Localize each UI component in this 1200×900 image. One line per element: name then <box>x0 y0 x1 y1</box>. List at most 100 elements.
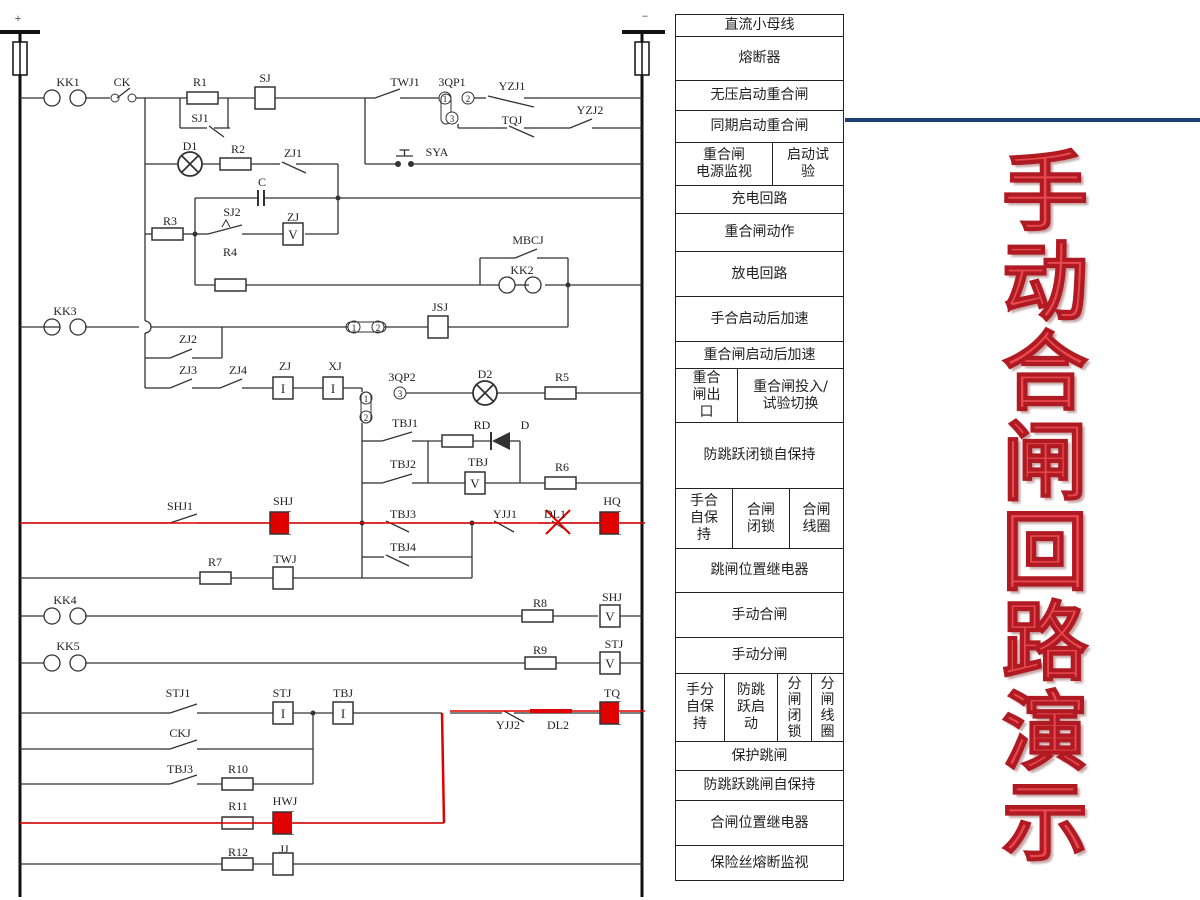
component-label-sj: SJ <box>259 71 271 85</box>
legend-cell: 保护跳闸 <box>675 741 844 771</box>
jj-coil <box>272 852 294 876</box>
accent-divider-line <box>845 118 1200 122</box>
component-label-r3: R3 <box>163 214 177 228</box>
legend-cell: 启动试 验 <box>772 142 844 186</box>
resistor <box>441 434 474 448</box>
contact-blade <box>169 378 193 389</box>
component-label-mbcj: MBCJ <box>512 233 544 247</box>
component-label-r8: R8 <box>533 596 547 610</box>
resistor <box>219 157 252 171</box>
component-label-yjj2: YJJ2 <box>496 718 520 732</box>
contact-blade <box>219 378 243 389</box>
terminal-number: 3 <box>450 114 455 124</box>
terminal-number: 1 <box>352 323 357 333</box>
switch-terminal <box>43 89 61 107</box>
resistor <box>521 609 554 623</box>
component-label-r7: R7 <box>208 555 222 569</box>
resistor <box>186 91 219 105</box>
resistor <box>214 278 247 292</box>
component-label-r11: R11 <box>228 799 248 813</box>
switch-terminal <box>69 607 87 625</box>
resistor <box>221 777 254 791</box>
component-label-r1: R1 <box>193 75 207 89</box>
legend-cell: 重合闸投入/ 试验切换 <box>737 368 844 423</box>
component-label-zj: ZJ <box>279 359 291 373</box>
component-label-tbj: TBJ <box>468 455 488 469</box>
legend-cell: 防跳跃跳闸自保持 <box>675 770 844 801</box>
component-label-shj1: SHJ1 <box>167 499 193 513</box>
component-label-twj1: TWJ1 <box>390 75 419 89</box>
resistor <box>199 571 232 585</box>
legend-cell: 分 闸 闭 锁 <box>777 673 812 742</box>
legend-cell: 手分 自保 持 <box>675 673 725 742</box>
component-label-zj1: ZJ1 <box>284 146 302 160</box>
tq-trip-coil-highlighted <box>599 701 621 725</box>
component-label-yjj1: YJJ1 <box>493 507 517 521</box>
page-title: 手动合闸回路演示 <box>1001 143 1089 873</box>
terminal-link <box>440 93 452 125</box>
contact-blade <box>503 710 525 723</box>
component-label-tbj4: TBJ4 <box>390 540 416 554</box>
terminal-number: 2 <box>376 323 381 333</box>
component-label-r9: R9 <box>533 643 547 657</box>
relay-mark: I <box>281 706 285 721</box>
legend-cell: 重合 闸出 口 <box>675 368 738 423</box>
component-label-stj: STJ <box>273 686 292 700</box>
component-label-tbj3: TBJ3 <box>390 507 416 521</box>
legend-cell: 充电回路 <box>675 185 844 214</box>
terminal-circle <box>347 320 361 334</box>
resistor <box>544 386 577 400</box>
legend-cell: 直流小母线 <box>675 14 844 37</box>
component-label-yzj2: YZJ2 <box>577 103 604 117</box>
switch-terminal <box>43 654 61 672</box>
component-label-3qp1: 3QP1 <box>438 75 465 89</box>
legend-cell: 跳闸位置继电器 <box>675 548 844 593</box>
jsj-coil <box>427 315 449 339</box>
component-label-tqj: TQJ <box>502 113 523 127</box>
zj-voltage-coil <box>282 222 304 246</box>
component-label-hq: HQ <box>603 494 621 508</box>
contact-blade <box>487 95 535 108</box>
component-label-tq: TQ <box>604 686 620 700</box>
contact-blade <box>374 88 401 99</box>
component-label-tbj2: TBJ2 <box>390 457 416 471</box>
contact-blade <box>169 739 198 750</box>
component-label-r10: R10 <box>228 762 248 776</box>
terminal-number: 1 <box>443 94 448 104</box>
component-label-ck: CK <box>114 75 131 89</box>
legend-cell: 分 闸 线 圈 <box>811 673 844 742</box>
contact-blade <box>514 248 538 259</box>
terminal-circle <box>445 111 459 125</box>
legend-cell: 熔断器 <box>675 36 844 81</box>
component-label-xj: XJ <box>328 359 342 373</box>
legend-cell: 合闸 闭锁 <box>732 488 790 549</box>
ck-terminal <box>127 93 137 103</box>
component-label-zj: ZJ <box>287 210 299 224</box>
contact-blade <box>385 554 410 567</box>
legend-cell: 放电回路 <box>675 251 844 297</box>
component-label-shj: SHJ <box>602 590 622 604</box>
wire <box>116 87 131 99</box>
contact-blade <box>207 224 243 235</box>
energized-path <box>440 712 446 824</box>
component-label-dl1: DL1 <box>544 507 566 521</box>
sj-coil <box>254 86 276 110</box>
legend-cell: 防跳 跃启 动 <box>724 673 778 742</box>
relay-mark: I <box>281 381 285 396</box>
contact-blade <box>281 161 307 174</box>
bus-positive-sign: + <box>15 11 22 25</box>
contact-blade <box>381 473 413 484</box>
switch-terminal <box>69 654 87 672</box>
switch-terminal <box>498 276 516 294</box>
contact-blade <box>569 118 593 129</box>
contact-blade <box>169 774 198 785</box>
junction-dot <box>335 195 341 201</box>
lamp-cross <box>476 384 494 402</box>
twj-coil <box>272 566 294 590</box>
component-label-zj3: ZJ3 <box>179 363 197 377</box>
component-label-kk3: KK3 <box>53 304 76 318</box>
component-label-3qp2: 3QP2 <box>388 370 415 384</box>
legend-cell: 合闸位置继电器 <box>675 800 844 846</box>
ck-terminal <box>110 93 120 103</box>
component-label-kk4: KK4 <box>53 593 76 607</box>
